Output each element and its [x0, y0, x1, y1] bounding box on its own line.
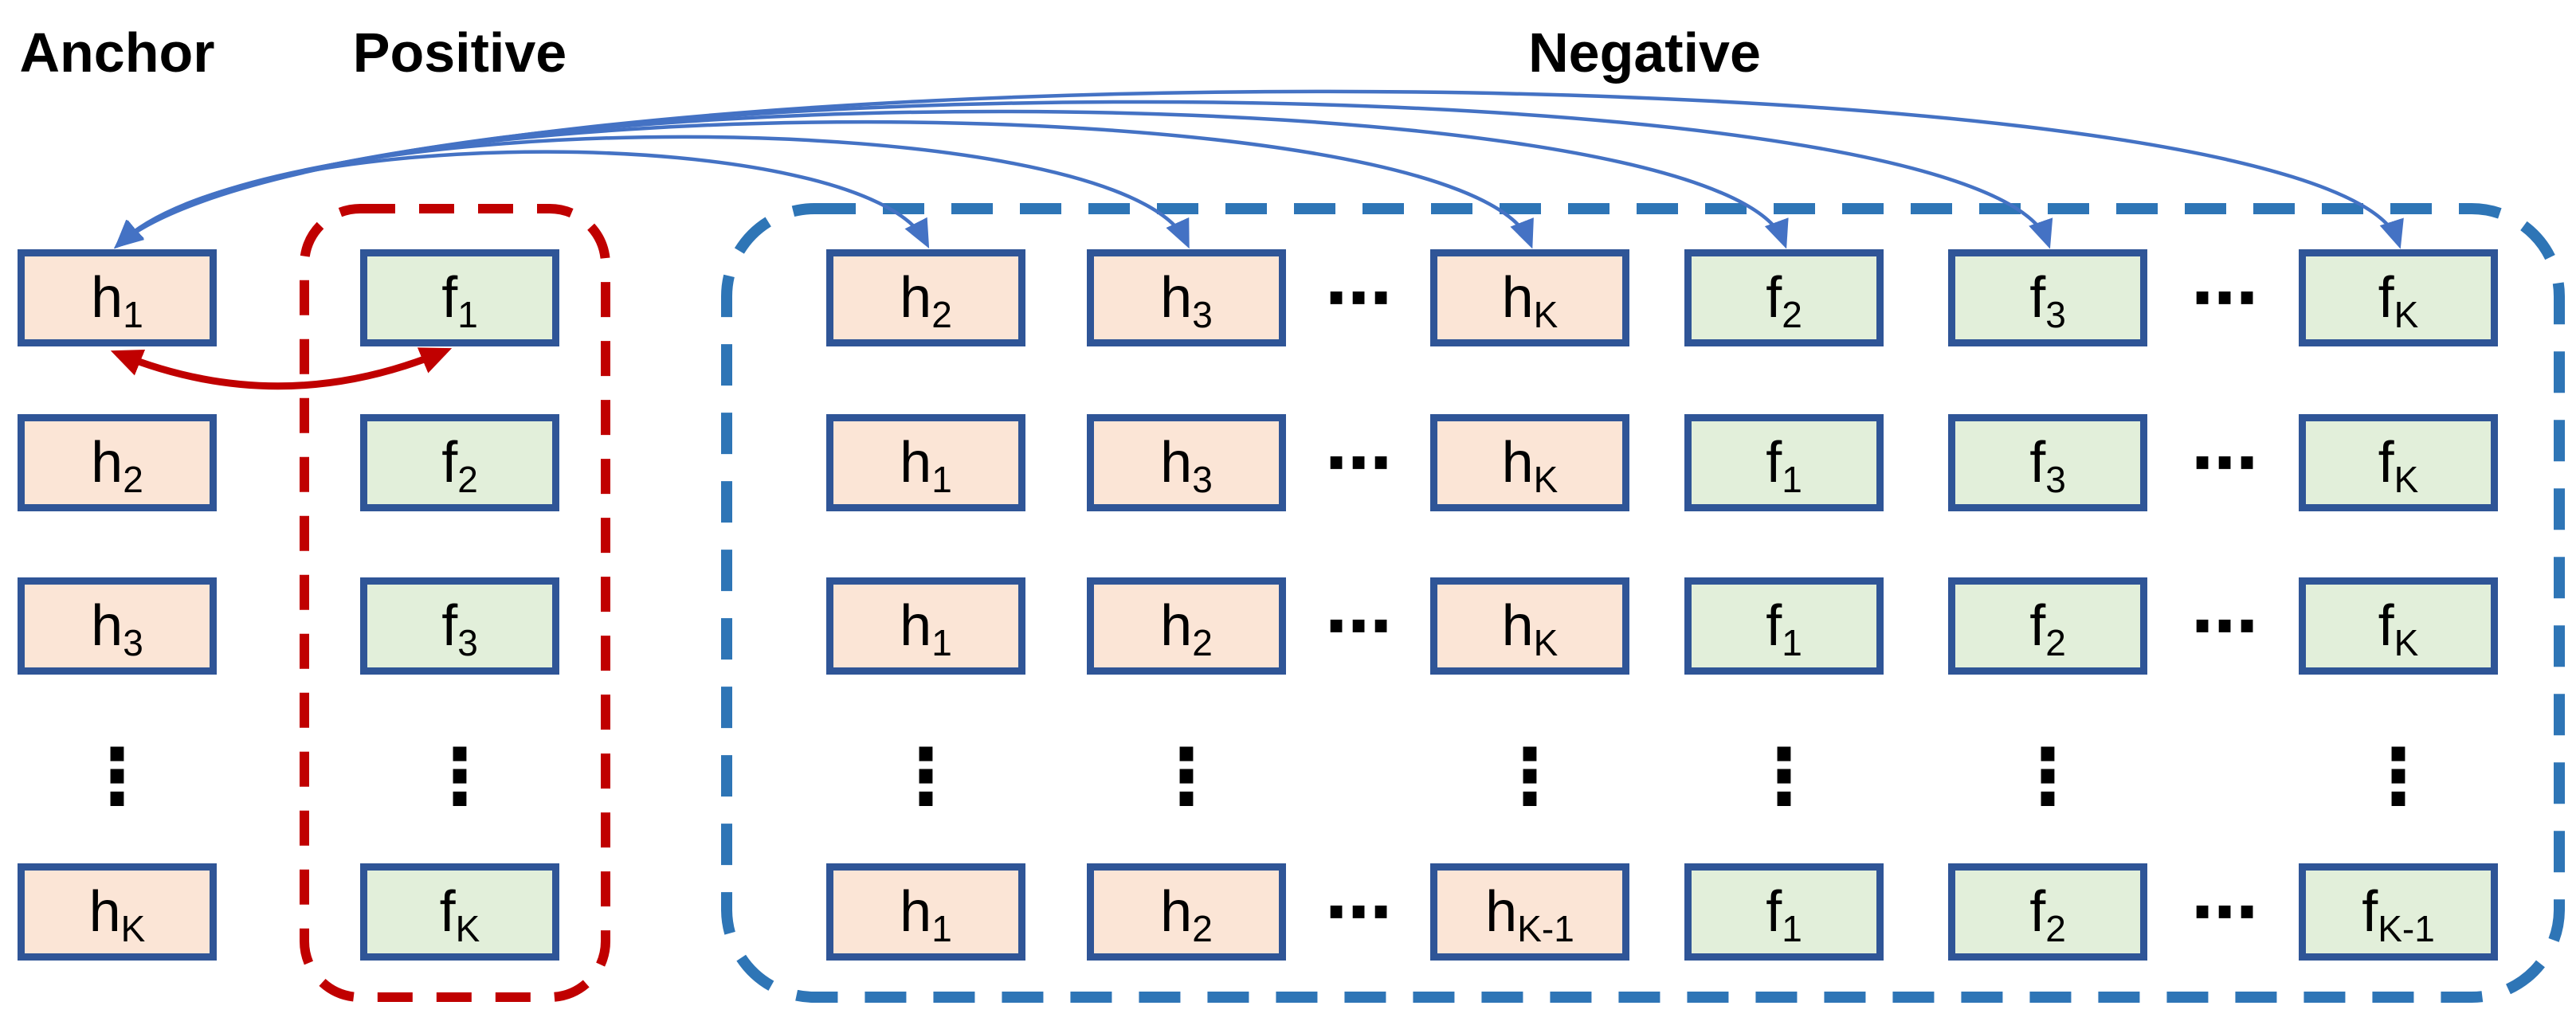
- vertical-ellipsis-neg-c1: ⋮: [888, 732, 964, 821]
- negative-box-c6-r2: fK: [2299, 414, 2498, 511]
- negative-box-c4-r5: f1: [1684, 863, 1884, 961]
- horizontal-ellipsis-h-r5: ⋯: [1325, 873, 1392, 951]
- box-label: hK: [1501, 266, 1559, 335]
- negative-box-c6-r5: fK-1: [2299, 863, 2498, 961]
- vertical-ellipsis-anchor: ⋮: [79, 732, 155, 821]
- box-label: h2: [91, 431, 143, 500]
- negative-box-c3-r3: hK: [1430, 577, 1629, 675]
- box-label: f1: [1766, 431, 1802, 500]
- negative-box-c2-r2: h3: [1087, 414, 1286, 511]
- negative-pair-arrow-h2: [114, 150, 930, 249]
- vertical-ellipsis-neg-c6: ⋮: [2360, 732, 2437, 821]
- negative-box-c4-r1: f2: [1684, 249, 1884, 346]
- negative-pair-arrow-h3: [114, 135, 1190, 249]
- box-label: h2: [1160, 594, 1213, 663]
- box-label: f2: [1766, 266, 1802, 335]
- box-label: hK: [1501, 594, 1559, 663]
- vertical-ellipsis-neg-c3: ⋮: [1492, 732, 1568, 821]
- negative-box-c6-r3: fK: [2299, 577, 2498, 675]
- box-label: h3: [1160, 266, 1213, 335]
- positive-box-fK: fK: [360, 863, 559, 961]
- horizontal-ellipsis-f-r5: ⋯: [2191, 873, 2258, 951]
- negative-pair-arrow-f3: [114, 100, 2053, 249]
- negative-box-c3-r1: hK: [1430, 249, 1629, 346]
- box-label: f3: [441, 594, 478, 663]
- box-label: hK-1: [1485, 880, 1574, 949]
- box-label: f1: [1766, 594, 1802, 663]
- negative-box-c6-r1: fK: [2299, 249, 2498, 346]
- negative-box-c1-r1: h2: [826, 249, 1025, 346]
- horizontal-ellipsis-h-r2: ⋯: [1325, 424, 1392, 502]
- negative-box-c5-r3: f2: [1948, 577, 2147, 675]
- positive-heading: Positive: [352, 22, 567, 84]
- negative-box-c1-r2: h1: [826, 414, 1025, 511]
- vertical-ellipsis-positive: ⋮: [421, 732, 498, 821]
- negative-box-c1-r3: h1: [826, 577, 1025, 675]
- negative-pair-arrow-hK: [114, 119, 1534, 249]
- box-label: fK: [2378, 266, 2419, 335]
- box-label: h3: [91, 594, 143, 663]
- negative-box-c4-r2: f1: [1684, 414, 1884, 511]
- box-label: hK: [1501, 431, 1559, 500]
- box-label: fK: [439, 880, 480, 949]
- box-label: hK: [88, 880, 146, 949]
- box-label: f3: [2029, 266, 2066, 335]
- negative-box-c2-r3: h2: [1087, 577, 1286, 675]
- anchor-box-hK: hK: [18, 863, 217, 961]
- negative-box-c3-r5: hK-1: [1430, 863, 1629, 961]
- box-label: h1: [900, 594, 952, 663]
- box-label: f2: [2029, 594, 2066, 663]
- box-label: h2: [900, 266, 952, 335]
- box-label: f1: [441, 266, 478, 335]
- horizontal-ellipsis-f-r1: ⋯: [2191, 259, 2258, 337]
- box-label: h3: [1160, 431, 1213, 500]
- vertical-ellipsis-neg-c5: ⋮: [2009, 732, 2086, 821]
- negative-box-c5-r2: f3: [1948, 414, 2147, 511]
- negative-pair-arrow-f2: [114, 109, 1789, 249]
- negative-box-c1-r5: h1: [826, 863, 1025, 961]
- positive-box-f1: f1: [360, 249, 559, 346]
- box-label: f2: [2029, 880, 2066, 949]
- horizontal-ellipsis-f-r3: ⋯: [2191, 587, 2258, 665]
- positive-pair-arrow: [110, 347, 453, 390]
- negative-box-c4-r3: f1: [1684, 577, 1884, 675]
- box-label: f2: [441, 431, 478, 500]
- negative-box-c5-r1: f3: [1948, 249, 2147, 346]
- positive-box-f2: f2: [360, 414, 559, 511]
- box-label: h2: [1160, 880, 1213, 949]
- box-label: h1: [900, 880, 952, 949]
- vertical-ellipsis-neg-c4: ⋮: [1746, 732, 1822, 821]
- box-label: f3: [2029, 431, 2066, 500]
- box-label: fK: [2378, 431, 2419, 500]
- anchor-box-h3: h3: [18, 577, 217, 675]
- anchor-box-h2: h2: [18, 414, 217, 511]
- horizontal-ellipsis-h-r1: ⋯: [1325, 259, 1392, 337]
- vertical-ellipsis-neg-c2: ⋮: [1148, 732, 1225, 821]
- box-label: h1: [900, 431, 952, 500]
- horizontal-ellipsis-f-r2: ⋯: [2191, 424, 2258, 502]
- box-label: fK-1: [2362, 880, 2435, 949]
- negative-heading: Negative: [1528, 22, 1761, 84]
- anchor-heading: Anchor: [19, 22, 215, 84]
- negative-box-c2-r5: h2: [1087, 863, 1286, 961]
- negative-box-c5-r5: f2: [1948, 863, 2147, 961]
- horizontal-ellipsis-h-r3: ⋯: [1325, 587, 1392, 665]
- positive-box-f3: f3: [360, 577, 559, 675]
- box-label: f1: [1766, 880, 1802, 949]
- negative-pair-arrow-fK: [114, 89, 2404, 249]
- negative-box-c3-r2: hK: [1430, 414, 1629, 511]
- box-label: fK: [2378, 594, 2419, 663]
- anchor-box-h1: h1: [18, 249, 217, 346]
- negative-box-c2-r1: h3: [1087, 249, 1286, 346]
- box-label: h1: [91, 266, 143, 335]
